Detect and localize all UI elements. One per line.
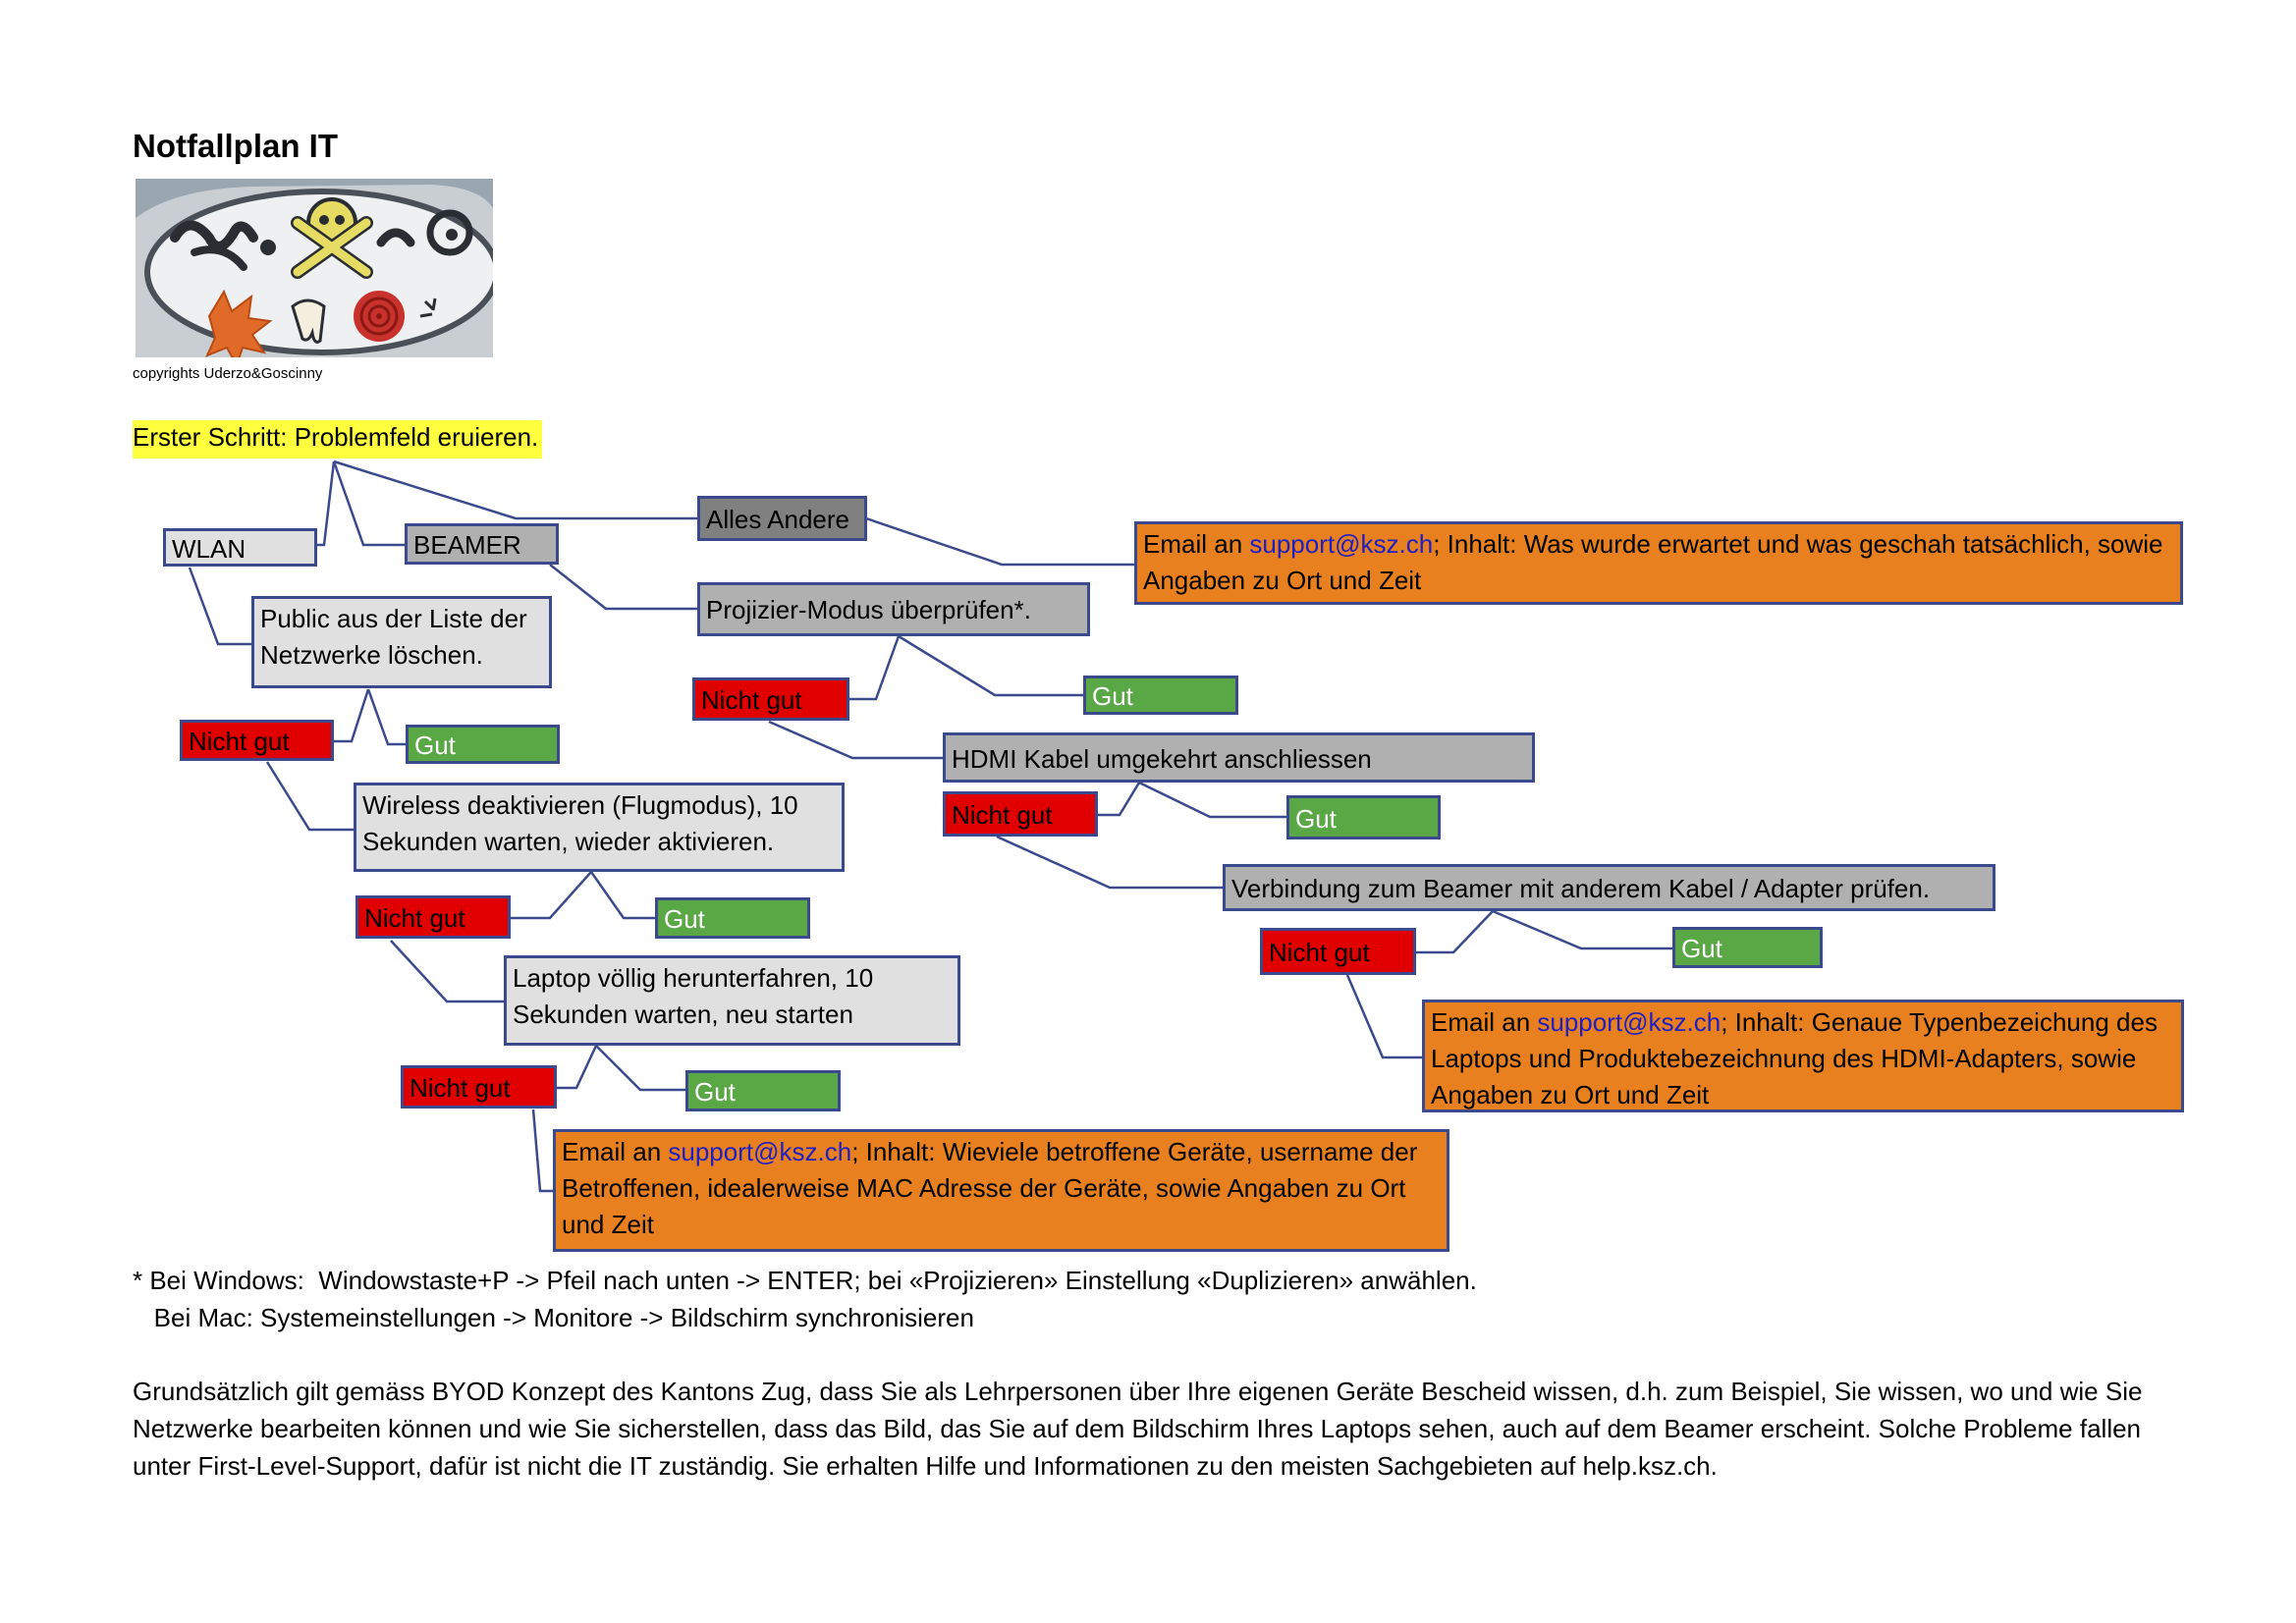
node-gut-3: Gut [685,1070,841,1111]
connector-root-wlan [316,460,336,547]
node-verbindung: Verbindung zum Beamer mit anderem Kabel … [1223,864,1995,911]
email-content: ; Inhalt: Was wurde erwartet und was ges… [1143,529,2163,595]
connector-public-nichtgut [334,688,370,743]
connector-projizier-gut [898,634,1085,697]
node-laptop-off: Laptop völlig herunterfahren, 10 Sekunde… [504,955,960,1046]
connector-wireless-gut [589,871,656,920]
email-content: ; Inhalt: Wieviele betroffene Geräte, us… [562,1137,1418,1239]
node-gut-2: Gut [655,897,810,939]
first-step-highlight: Erster Schritt: Problemfeld eruieren. [133,420,543,459]
connector-verbindung-nichtgut [1416,910,1494,954]
connector-laptop-nichtgut [557,1045,598,1090]
connector-public-gut [366,688,408,746]
node-gut-6: Gut [1672,927,1823,968]
support-email-link[interactable]: support@ksz.ch [1537,1007,1722,1037]
node-public-delete: Public aus der Liste der Netzwerke lösch… [251,596,552,688]
image-copyright: copyrights Uderzo&Goscinny [133,365,323,382]
node-nicht-gut-2: Nicht gut [355,895,511,939]
connector-laptop-gut [595,1045,687,1092]
email-content: ; Inhalt: Genaue Typenbezeichung des Lap… [1431,1007,2158,1109]
support-email-link[interactable]: support@ksz.ch [1249,529,1434,559]
support-email-link[interactable]: support@ksz.ch [668,1137,852,1166]
node-alles-andere: Alles Andere [697,496,867,541]
email-prefix: Email an [1431,1007,1538,1037]
connector-andere-email [865,516,1136,567]
connector-hdmi-nichtgut [1098,782,1141,817]
byod-paragraph: Grundsätzlich gilt gemäss BYOD Konzept d… [133,1377,2143,1481]
connector-nichtgut-hdmi [768,720,945,760]
node-nicht-gut-6: Nicht gut [1260,928,1416,975]
connector-projizier-nichtgut [849,635,901,701]
node-nicht-gut-5: Nicht gut [943,791,1098,837]
email-prefix: Email an [562,1137,669,1166]
node-nicht-gut-1: Nicht gut [180,720,334,761]
node-email-wlan: Email an support@ksz.ch; Inhalt: Wieviel… [553,1129,1449,1252]
connector-nichtgut-emailbeamer [1345,974,1424,1059]
connector-hdmi-gut [1138,781,1288,819]
node-hdmi-reverse: HDMI Kabel umgekehrt anschliessen [943,732,1535,783]
asterix-curse-symbols-image [136,179,500,368]
footnote: * Bei Windows: Windowstaste+P -> Pfeil n… [133,1262,1477,1336]
node-email-general: Email an support@ksz.ch; Inhalt: Was wur… [1134,521,2183,605]
footnote-mac: Bei Mac: Systemeinstellungen -> Monitore… [133,1303,974,1332]
page-title: Notfallplan IT [133,128,338,164]
connector-nichtgut-wireless [265,761,355,832]
connector-nichtgut-laptop [390,940,506,1003]
connector-nichtgut-emailwlan [531,1109,555,1193]
node-gut-5: Gut [1286,795,1441,839]
connector-wlan-public [188,567,253,646]
node-email-beamer: Email an support@ksz.ch; Inhalt: Genaue … [1422,1000,2184,1112]
node-wireless-off: Wireless deaktivieren (Flugmodus), 10 Se… [354,783,845,872]
connector-wireless-nichtgut [511,871,592,920]
node-beamer: BEAMER [405,523,559,565]
email-prefix: Email an [1143,529,1250,559]
connector-root-beamer [332,460,408,547]
connector-nichtgut-verbindung [996,835,1225,890]
node-gut-1: Gut [406,725,560,764]
connector-root-andere [333,460,699,520]
footnote-windows: * Bei Windows: Windowstaste+P -> Pfeil n… [133,1266,1477,1295]
node-wlan: WLAN [163,528,317,567]
connector-verbindung-gut [1492,909,1674,950]
node-gut-4: Gut [1083,676,1238,715]
node-nicht-gut-4: Nicht gut [692,677,849,721]
connector-beamer-projizier [549,564,699,611]
node-nicht-gut-3: Nicht gut [401,1065,557,1109]
node-projizier-modus: Projizier-Modus überprüfen*. [697,582,1090,636]
